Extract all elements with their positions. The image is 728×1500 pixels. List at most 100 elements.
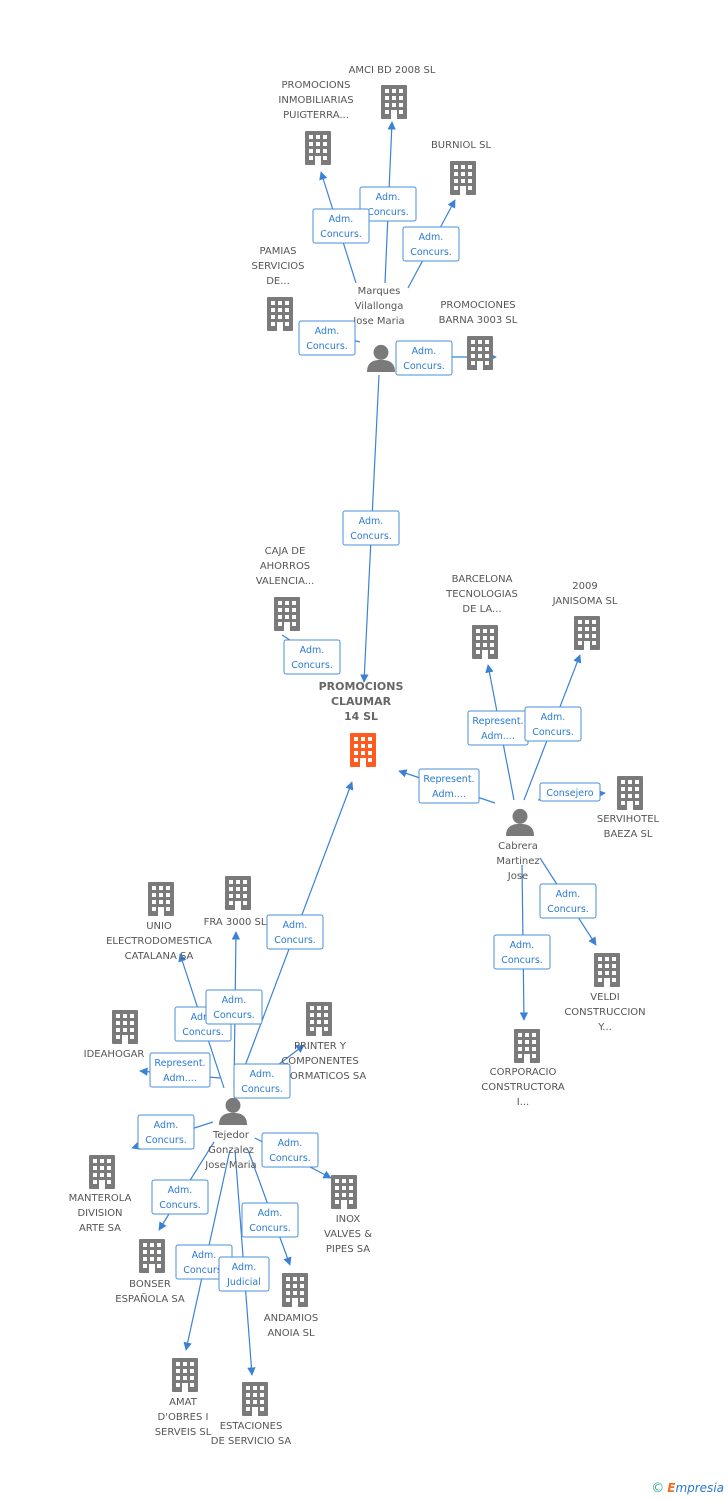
company-building-icon[interactable] [282, 1273, 308, 1307]
edge-label-marques-to-promo_inmob[interactable]: Adm.Concurs. [312, 208, 370, 244]
edge-label-cabrera-to-janisoma[interactable]: Adm.Concurs. [524, 706, 582, 742]
company-building-icon[interactable] [148, 882, 174, 916]
edge-label-marques-to-burniol[interactable]: Adm.Concurs. [402, 226, 460, 262]
edge-label-box[interactable] [524, 706, 582, 742]
edge-label-text: Concurs. [320, 229, 362, 240]
edge-label-box[interactable] [241, 1202, 299, 1238]
edge-label-marques-to-amci[interactable]: Adm.Concurs. [359, 186, 417, 222]
edge-label-tejedor-to-inox[interactable]: Adm.Concurs. [151, 1179, 209, 1215]
node-amci[interactable]: AMCI BD 2008 SL [349, 65, 436, 119]
edge-label-marques-to-promo_barna[interactable]: Adm.Concurs. [395, 340, 453, 376]
node-corporacio[interactable]: CORPORACIOCONSTRUCTORAI... [481, 1029, 565, 1108]
node-fra3000[interactable]: FRA 3000 SL [204, 876, 267, 928]
edge-label-tejedor-to-focus[interactable]: Adm.Concurs. [266, 914, 324, 950]
company-building-icon[interactable] [617, 776, 643, 810]
edge-label-cabrera-to-barcelona_tec[interactable]: Represent.Adm.... [467, 710, 529, 746]
company-building-icon[interactable] [381, 85, 407, 119]
company-building-icon[interactable] [467, 336, 493, 370]
edge-label-tejedor-to-estaciones[interactable]: Adm.Judicial [218, 1256, 270, 1292]
company-building-icon[interactable] [225, 876, 251, 910]
company-building-icon[interactable] [472, 625, 498, 659]
edge-label-cabrera-to-corporacio[interactable]: Adm.Concurs. [493, 934, 551, 970]
edge-label-tejedor-to-andamios[interactable]: Adm.Concurs. [175, 1244, 233, 1280]
company-building-icon[interactable] [274, 597, 300, 631]
node-veldi[interactable]: VELDICONSTRUCCIONY... [564, 953, 646, 1033]
edge-label-tejedor-to-printer[interactable]: Adm.Concurs. [233, 1063, 291, 1099]
company-building-icon[interactable] [514, 1029, 540, 1063]
edge-label-tejedor-to-amat[interactable]: Adm.Concurs. [241, 1202, 299, 1238]
edge-label-box[interactable] [493, 934, 551, 970]
edge-label-box[interactable] [149, 1052, 211, 1088]
edge-label-marques-to-focus[interactable]: Adm.Concurs. [342, 510, 400, 546]
company-building-icon[interactable] [574, 616, 600, 650]
edge-label-box[interactable] [218, 1256, 270, 1292]
edge-label-box[interactable] [266, 914, 324, 950]
edge-label-box[interactable] [342, 510, 400, 546]
edge-label-box[interactable] [233, 1063, 291, 1099]
brand-initial[interactable]: E [667, 1481, 676, 1495]
person-icon[interactable] [219, 1097, 247, 1125]
company-building-icon[interactable] [139, 1239, 165, 1273]
edge-label-box[interactable] [418, 768, 480, 804]
person-icon[interactable] [367, 344, 395, 372]
edge-label-cabrera-to-focus[interactable]: Represent.Adm.... [418, 768, 480, 804]
edge-label-caja-to-focus[interactable]: Adm.Concurs. [283, 639, 341, 675]
company-building-icon[interactable] [89, 1155, 115, 1189]
node-pamias[interactable]: PAMIASSERVICIOSDE... [251, 246, 305, 331]
edge-label-box[interactable] [261, 1132, 319, 1168]
company-building-icon[interactable] [172, 1358, 198, 1392]
node-burniol[interactable]: BURNIOL SL [431, 140, 492, 195]
company-building-icon[interactable] [305, 131, 331, 165]
edge-label-box[interactable] [312, 208, 370, 244]
brand-name[interactable]: mpresia [675, 1481, 724, 1495]
edge-label-marques-to-pamias[interactable]: Adm.Concurs. [298, 320, 356, 356]
edge-label-box[interactable] [395, 340, 453, 376]
edge-label-box[interactable] [298, 320, 356, 356]
edge-label-box[interactable] [402, 226, 460, 262]
company-building-icon[interactable] [112, 1010, 138, 1044]
edge-label-tejedor-to-bonser[interactable]: Adm.Concurs. [261, 1132, 319, 1168]
focus-company-building-icon[interactable] [350, 733, 376, 767]
edge-label-tejedor-to-manterola[interactable]: Adm.Concurs. [137, 1114, 195, 1150]
edge-label-box[interactable] [283, 639, 341, 675]
edge-label-box[interactable] [539, 883, 597, 919]
edge-label-box[interactable] [137, 1114, 195, 1150]
company-building-icon[interactable] [331, 1175, 357, 1209]
node-caja[interactable]: CAJA DEAHORROSVALENCIA... [256, 546, 315, 631]
person-icon[interactable] [506, 808, 534, 836]
company-building-icon[interactable] [267, 297, 293, 331]
edge-label-cabrera-to-veldi[interactable]: Adm.Concurs. [539, 883, 597, 919]
edge-label-box[interactable] [359, 186, 417, 222]
edge-label-box[interactable] [205, 989, 263, 1025]
node-promo_inmob[interactable]: PROMOCIONSINMOBILIARIASPUIGTERRA... [278, 80, 354, 165]
node-ideahogar[interactable]: IDEAHOGAR [84, 1010, 145, 1060]
edge-label-tejedor-to-ideahogar[interactable]: Represent.Adm.... [149, 1052, 211, 1088]
edge-label-cabrera-to-servihotel[interactable]: Consejero [539, 782, 601, 802]
edge-label-text: Adm. [300, 645, 325, 656]
company-building-icon[interactable] [242, 1382, 268, 1416]
edge-label-box[interactable] [539, 782, 601, 802]
company-building-icon[interactable] [450, 161, 476, 195]
company-building-icon[interactable] [594, 953, 620, 987]
node-label-amat: D'OBRES I [158, 1412, 209, 1423]
company-building-icon[interactable] [306, 1002, 332, 1036]
edge-label-box[interactable] [151, 1179, 209, 1215]
node-label-pamias: SERVICIOS [251, 261, 304, 272]
edge-label-tejedor-to-fra3000[interactable]: Adm.Concurs. [205, 989, 263, 1025]
